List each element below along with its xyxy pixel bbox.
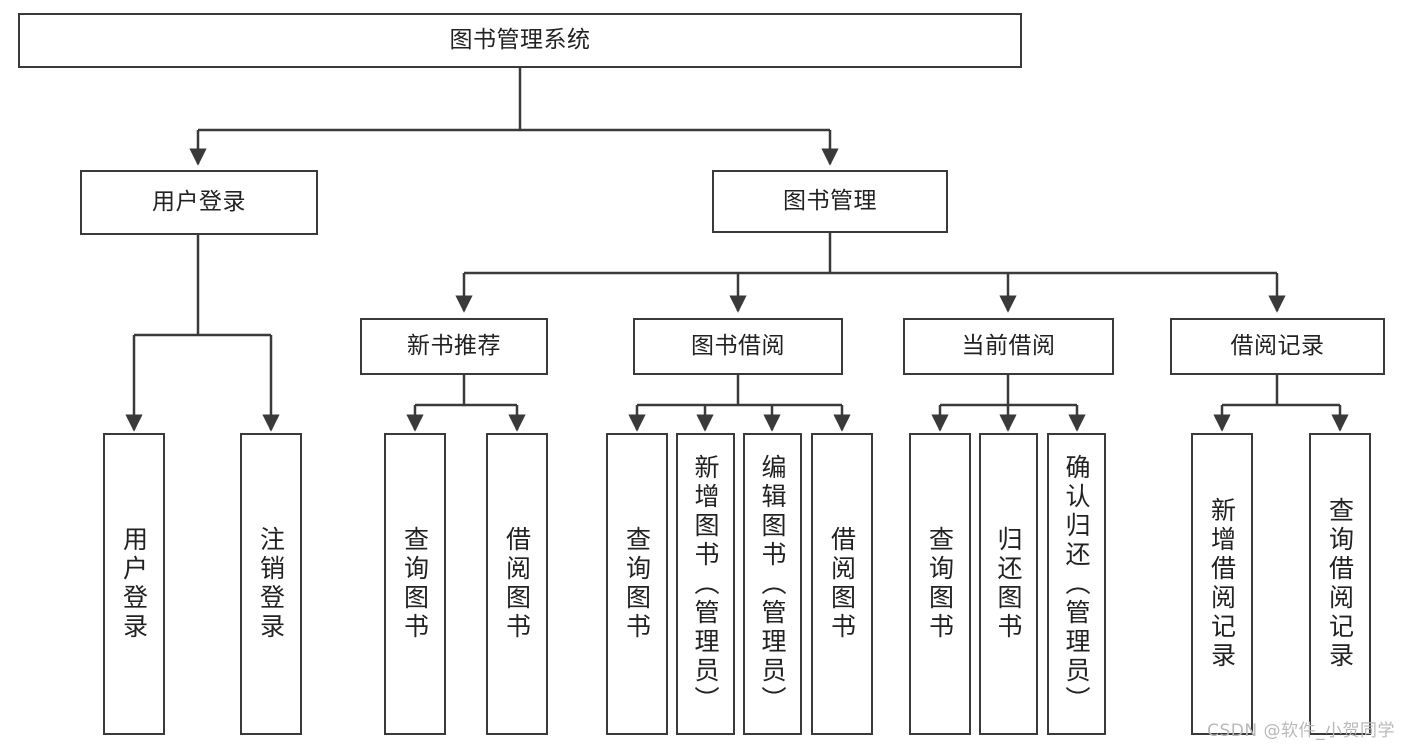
node-label: 归还图书 — [994, 526, 1023, 642]
node-label: 用户登录 — [152, 189, 246, 216]
node-leaf-user-login[interactable]: 用户登录 — [103, 433, 165, 735]
node-leaf-query-book-3[interactable]: 查询图书 — [909, 433, 971, 735]
node-label: 当前借阅 — [961, 333, 1056, 360]
node-leaf-edit-book[interactable]: 编辑图书（管理员） — [743, 433, 802, 735]
node-label: 新增图书（管理员） — [691, 453, 720, 715]
node-label: 新增借阅记录 — [1207, 497, 1237, 671]
node-new-book-recommend[interactable]: 新书推荐 — [360, 318, 548, 375]
node-leaf-add-book[interactable]: 新增图书（管理员） — [676, 433, 735, 735]
node-leaf-logout-login[interactable]: 注销登录 — [240, 433, 302, 735]
node-label: 图书管理 — [783, 188, 877, 215]
csdn-watermark: CSDN @软件_小贺同学 — [1207, 721, 1395, 741]
node-user-login[interactable]: 用户登录 — [80, 170, 318, 235]
node-label: 注销登录 — [256, 526, 286, 642]
node-label: 查询图书 — [400, 526, 430, 642]
node-label: 图书借阅 — [691, 333, 785, 360]
node-root-system[interactable]: 图书管理系统 — [18, 13, 1022, 68]
node-label: 用户登录 — [119, 526, 149, 642]
node-label: 查询借阅记录 — [1325, 497, 1355, 671]
node-label: 编辑图书（管理员） — [758, 453, 787, 715]
node-leaf-query-book-1[interactable]: 查询图书 — [384, 433, 446, 735]
node-leaf-confirm-return[interactable]: 确认归还（管理员） — [1047, 433, 1106, 735]
node-leaf-add-record[interactable]: 新增借阅记录 — [1191, 433, 1253, 735]
node-label: 借阅图书 — [502, 526, 532, 642]
node-borrow-record[interactable]: 借阅记录 — [1170, 318, 1385, 375]
node-leaf-query-book-2[interactable]: 查询图书 — [606, 433, 668, 735]
node-label: 图书管理系统 — [449, 27, 591, 54]
node-label: 新书推荐 — [407, 333, 501, 360]
node-book-manage[interactable]: 图书管理 — [712, 170, 948, 233]
node-label: 查询图书 — [622, 526, 652, 642]
node-label: 借阅记录 — [1230, 333, 1325, 360]
node-book-borrow[interactable]: 图书借阅 — [633, 318, 843, 375]
node-leaf-borrow-book-1[interactable]: 借阅图书 — [486, 433, 548, 735]
node-leaf-query-record[interactable]: 查询借阅记录 — [1309, 433, 1371, 735]
node-label: 借阅图书 — [827, 526, 857, 642]
node-label: 查询图书 — [925, 526, 955, 642]
node-leaf-return-book[interactable]: 归还图书 — [979, 433, 1038, 735]
node-label: 确认归还（管理员） — [1062, 453, 1091, 715]
node-current-borrow[interactable]: 当前借阅 — [903, 318, 1114, 375]
node-leaf-borrow-book-2[interactable]: 借阅图书 — [811, 433, 873, 735]
